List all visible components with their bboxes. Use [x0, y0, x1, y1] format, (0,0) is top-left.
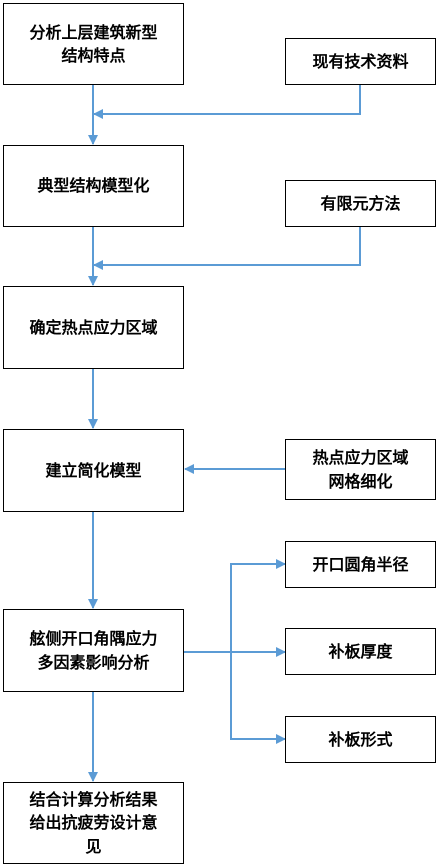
arrow-step5-to-factor1	[183, 559, 286, 653]
input-existing-technical-data: 现有技术资料	[285, 38, 436, 85]
input-finite-element-method: 有限元方法	[285, 180, 436, 227]
factor-plate-thickness: 补板厚度	[285, 628, 436, 675]
step-typical-structure-model: 典型结构模型化	[3, 145, 184, 227]
factor-opening-corner-radius: 开口圆角半径	[285, 541, 436, 588]
step-multifactor-analysis: 舷侧开口角隅应力 多因素影响分析	[3, 609, 184, 692]
step-build-simplified-model: 建立简化模型	[3, 429, 184, 512]
step-design-recommendation: 结合计算分析结果 给出抗疲劳设计意 见	[3, 782, 184, 864]
arrow-step5-to-factor3	[230, 652, 286, 744]
step-determine-hotspot-region: 确定热点应力区域	[3, 286, 184, 369]
step-analyze-structure: 分析上层建筑新型 结构特点	[3, 3, 184, 85]
arrow-input2-merge	[93, 226, 361, 270]
factor-plate-form: 补板形式	[285, 716, 436, 763]
arrow-input1-merge	[93, 84, 361, 119]
input-hotspot-mesh-refinement: 热点应力区域 网格细化	[285, 439, 436, 500]
